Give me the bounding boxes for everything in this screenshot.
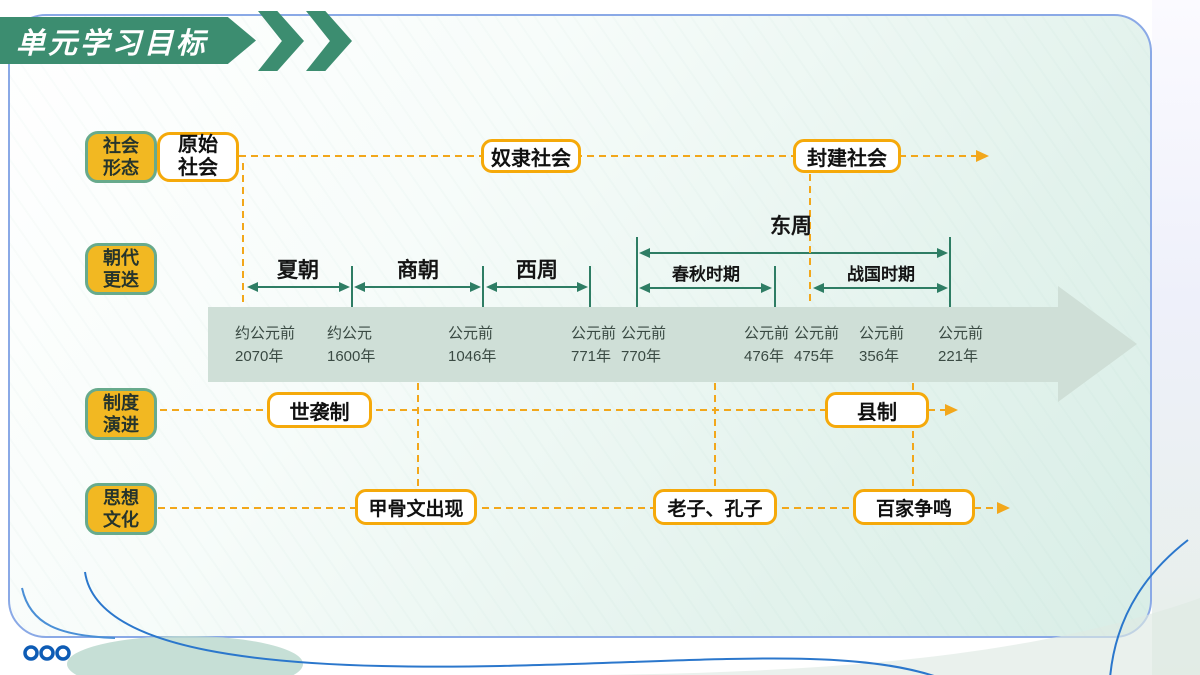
stage-feudal-society: 封建社会 <box>793 139 901 173</box>
stage-primitive-society: 原始 社会 <box>157 132 239 182</box>
row-label-institution-evolution: 制度 演进 <box>85 388 157 440</box>
institution-hereditary-system: 世袭制 <box>267 392 372 428</box>
page-title: 单元学习目标 <box>16 27 209 60</box>
period-spring-autumn: 春秋时期 <box>672 265 740 284</box>
timeline-date: 公元前 476年 <box>744 325 790 365</box>
period-warring-states: 战国时期 <box>847 265 915 284</box>
dot-icon <box>23 645 39 661</box>
dynasty-eastern-zhou: 东周 <box>770 215 812 238</box>
timeline-date: 公元前 771年 <box>571 325 617 365</box>
timeline-date: 约公元 1600年 <box>327 325 376 365</box>
dot-icon <box>39 645 55 661</box>
row-label-dynasty-change: 朝代 更迭 <box>85 243 157 295</box>
dynasty-shang: 商朝 <box>397 259 439 282</box>
timeline-date: 公元前 221年 <box>938 325 984 365</box>
event-laozi-confucius: 老子、孔子 <box>653 489 777 525</box>
timeline-date: 公元前 356年 <box>859 325 905 365</box>
pagination-dots <box>23 645 71 661</box>
event-hundred-schools: 百家争鸣 <box>853 489 975 525</box>
timeline-date: 公元前 475年 <box>794 325 840 365</box>
row-label-social-form: 社会 形态 <box>85 131 157 183</box>
title-banner: 单元学习目标 <box>0 17 256 64</box>
row-label-thought-culture: 思想 文化 <box>85 483 157 535</box>
dot-icon <box>55 645 71 661</box>
teal-blob <box>67 636 303 675</box>
institution-county-system: 县制 <box>825 392 929 428</box>
timeline-date: 公元前 770年 <box>621 325 667 365</box>
timeline-date: 约公元前 2070年 <box>235 325 296 365</box>
dynasty-xia: 夏朝 <box>277 259 319 282</box>
event-oracle-bone-script: 甲骨文出现 <box>355 489 477 525</box>
timeline-date: 公元前 1046年 <box>448 325 497 365</box>
background-right-strip <box>1152 0 1200 675</box>
dynasty-western-zhou: 西周 <box>516 259 558 282</box>
stage-slave-society: 奴隶社会 <box>481 139 581 173</box>
